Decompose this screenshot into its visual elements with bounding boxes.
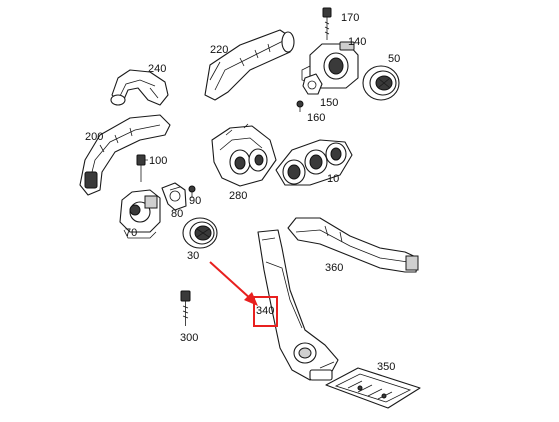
label-10: 10 (327, 173, 339, 185)
label-170: 170 (341, 12, 359, 24)
part-200-duct[interactable] (79, 114, 171, 196)
label-50: 50 (388, 53, 400, 65)
highlight-box (253, 296, 278, 327)
label-300: 300 (180, 332, 198, 344)
part-300-bolt[interactable] (180, 290, 191, 326)
label-200: 200 (85, 131, 103, 143)
part-30-vent[interactable] (182, 217, 218, 249)
label-350: 350 (377, 361, 395, 373)
label-150: 150 (320, 97, 338, 109)
part-280-vent-housing[interactable] (211, 123, 277, 187)
label-360: 360 (325, 262, 343, 274)
part-90-screw[interactable] (188, 185, 196, 198)
label-160: 160 (307, 112, 325, 124)
part-50-vent[interactable] (362, 65, 400, 101)
label-70: 70 (125, 227, 137, 239)
label-340: 340 (256, 305, 274, 317)
label-140: 140 (348, 36, 366, 48)
label-220: 220 (210, 44, 228, 56)
part-360-duct[interactable] (287, 217, 419, 273)
part-160-screw[interactable] (296, 100, 304, 112)
label-90: 90 (189, 195, 201, 207)
part-150-clip[interactable] (302, 73, 323, 95)
part-10-vent-cluster[interactable] (275, 139, 353, 186)
label-80: 80 (171, 208, 183, 220)
part-340-duct[interactable] (257, 229, 339, 381)
part-70-actuator[interactable] (119, 189, 161, 239)
part-220-duct[interactable] (204, 29, 295, 101)
label-100: 100 (149, 155, 167, 167)
part-170-bolt[interactable] (322, 7, 332, 40)
part-240-elbow[interactable] (110, 69, 169, 106)
label-240: 240 (148, 63, 166, 75)
part-80-bracket[interactable] (161, 182, 187, 211)
part-350-plate[interactable] (325, 367, 421, 409)
highlight-arrow (209, 261, 258, 306)
part-100-bolt[interactable] (136, 154, 148, 182)
label-280: 280 (229, 190, 247, 202)
label-30: 30 (187, 250, 199, 262)
